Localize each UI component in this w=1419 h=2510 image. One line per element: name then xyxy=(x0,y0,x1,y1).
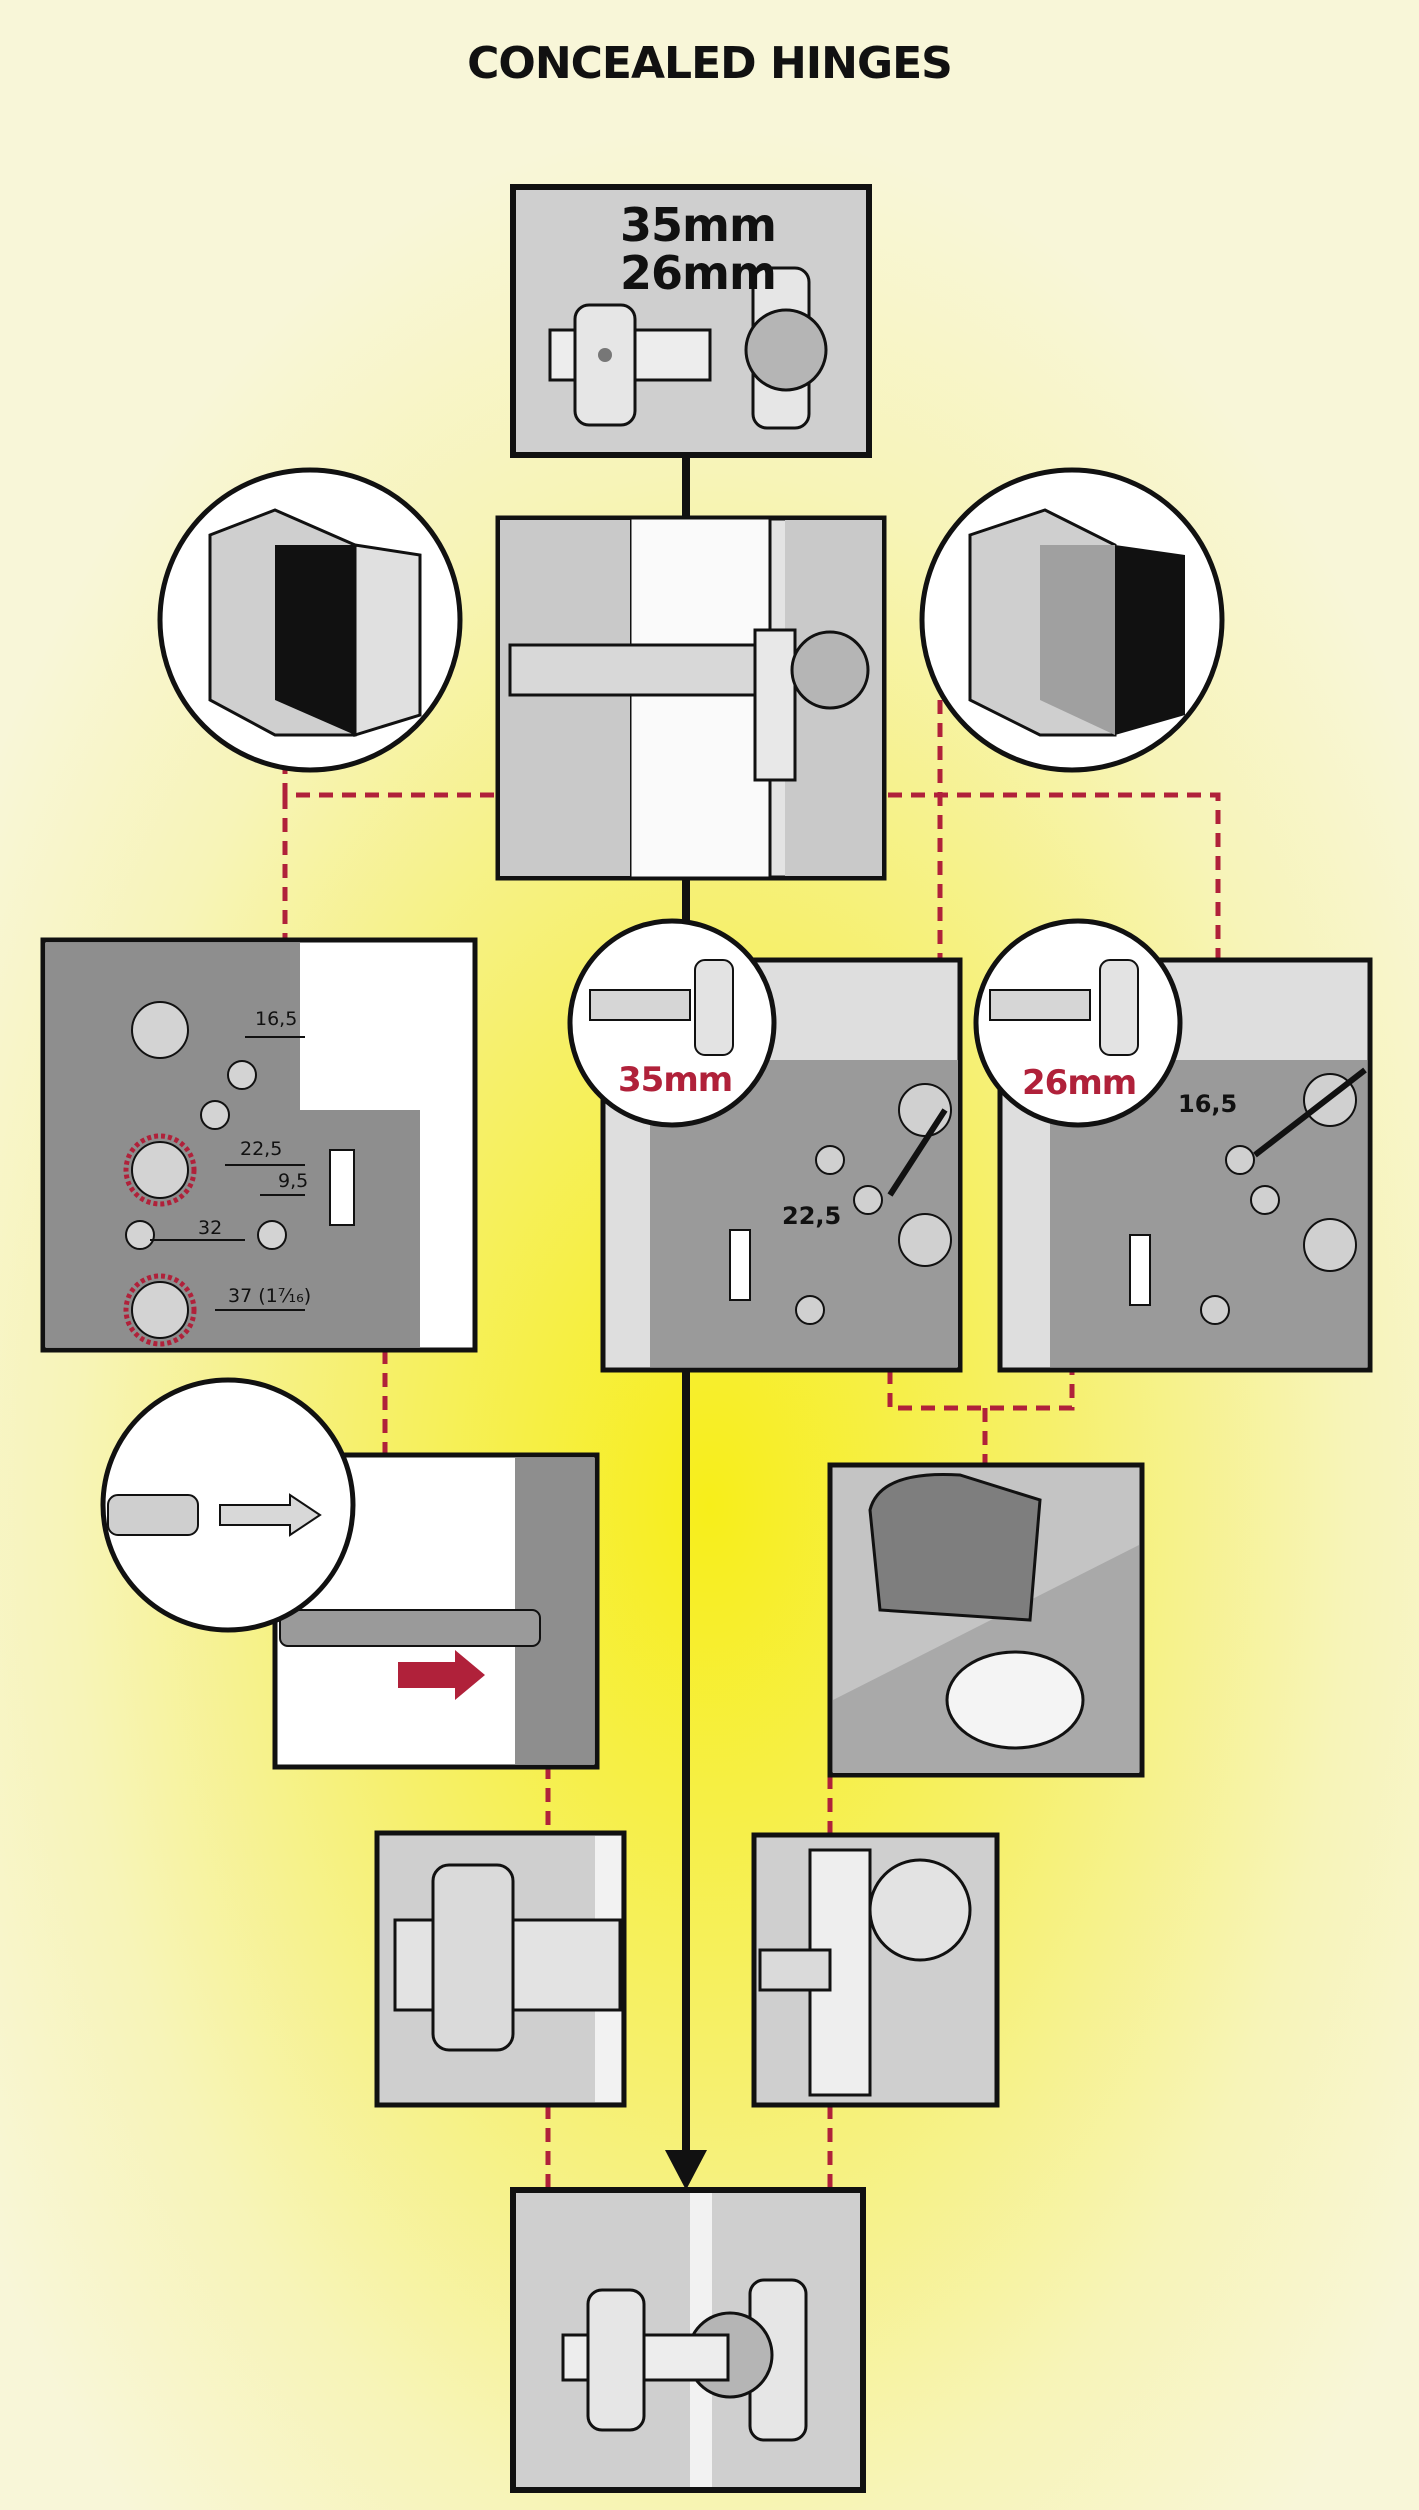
flow-arrowhead xyxy=(665,2150,707,2190)
template-dim-4: 32 xyxy=(198,1217,223,1239)
panel-drill-guide xyxy=(100,1377,600,1770)
variant-35mm-label: 35mm xyxy=(618,1060,733,1100)
template-dim-3: 9,5 xyxy=(278,1170,309,1192)
variant-26mm-label: 26mm xyxy=(1022,1063,1137,1103)
panel-variant-35mm xyxy=(567,918,963,1373)
panel-final-assembly xyxy=(510,2187,866,2493)
cabinet-right-circle xyxy=(919,467,1225,773)
template-dimension-arrows xyxy=(150,1036,305,1311)
variant-b-dim: 16,5 xyxy=(1178,1090,1238,1118)
diagram-title: CONCEALED HINGES xyxy=(467,38,953,89)
panel-hinge-sizes xyxy=(510,184,872,458)
top-size-26: 26mm xyxy=(620,246,777,300)
template-dim-2: 22,5 xyxy=(240,1138,283,1160)
panel-screw-hinge-cup xyxy=(751,1832,1000,2108)
top-size-35: 35mm xyxy=(620,198,777,252)
variant-a-dim: 22,5 xyxy=(782,1202,842,1230)
panel-drilling-template xyxy=(40,937,478,1353)
template-dim-1: 16,5 xyxy=(255,1008,298,1030)
panel-screw-cup-plate xyxy=(374,1830,627,2108)
cabinet-left-circle xyxy=(157,467,463,773)
panel-variant-26mm xyxy=(973,918,1373,1373)
dashed-connectors xyxy=(282,700,1221,2190)
panel-forstner-bit xyxy=(827,1462,1145,1778)
template-dim-5: 37 (1⁷⁄₁₆) xyxy=(228,1285,312,1307)
panel-cabinet-hinge xyxy=(495,515,887,881)
